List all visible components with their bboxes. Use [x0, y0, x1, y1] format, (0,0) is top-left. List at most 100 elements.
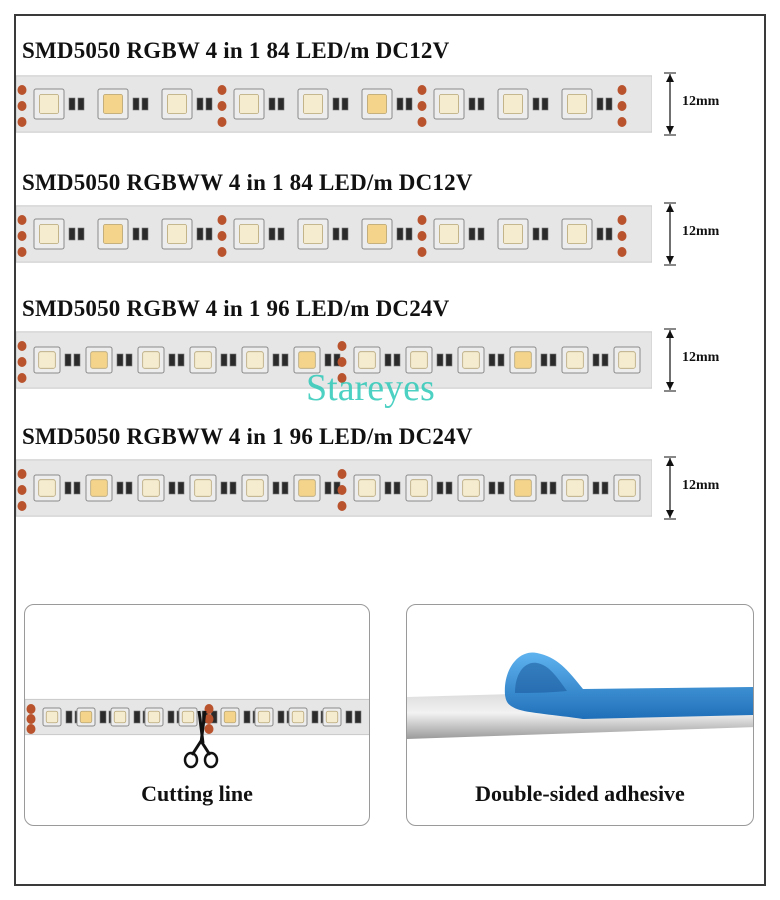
solder-pad — [17, 85, 27, 95]
resistor — [405, 97, 413, 111]
resistor — [77, 227, 85, 241]
resistor — [277, 97, 285, 111]
resistor — [332, 97, 340, 111]
solder-pad — [337, 373, 347, 383]
solder-pad — [17, 101, 27, 111]
led-lens — [238, 223, 259, 245]
resistor — [341, 97, 349, 111]
solder-pad — [17, 341, 27, 351]
led-lens — [618, 479, 636, 497]
resistor — [477, 97, 485, 111]
resistor — [64, 481, 72, 495]
dimension-arrow-icon — [664, 328, 676, 392]
resistor — [601, 353, 609, 367]
led-lens — [410, 351, 428, 369]
resistor — [477, 227, 485, 241]
resistor — [125, 353, 133, 367]
resistor — [220, 481, 228, 495]
width-label-4: 12mm — [682, 478, 720, 493]
resistor — [324, 353, 332, 367]
dimension-arrow-icon — [664, 72, 676, 136]
resistor — [332, 227, 340, 241]
adhesive-caption: Double-sided adhesive — [475, 781, 685, 806]
solder-pad — [204, 724, 214, 734]
dimension-arrow-icon — [664, 456, 676, 520]
resistor — [592, 481, 600, 495]
led-lens — [166, 223, 187, 245]
led-lens — [257, 710, 271, 724]
resistor — [393, 481, 401, 495]
resistor — [497, 481, 505, 495]
resistor — [436, 481, 444, 495]
adhesive-panel: Double-sided adhesive — [406, 604, 754, 826]
width-dimension-2: 12mm — [662, 202, 762, 266]
led-lens — [438, 93, 459, 115]
resistor — [405, 227, 413, 241]
led-lens — [302, 223, 323, 245]
led-lens — [514, 351, 532, 369]
solder-pad — [337, 469, 347, 479]
solder-pad — [204, 704, 214, 714]
resistor — [133, 710, 141, 724]
led-lens — [298, 351, 316, 369]
resistor — [384, 481, 392, 495]
solder-pad — [17, 117, 27, 127]
resistor — [396, 97, 404, 111]
solder-pad — [417, 117, 427, 127]
led-lens — [462, 479, 480, 497]
led-lens — [567, 223, 588, 245]
led-strip-1 — [16, 75, 652, 133]
adhesive-tape-illustration — [407, 652, 753, 739]
solder-pad — [217, 247, 227, 257]
resistor — [541, 97, 549, 111]
led-lens — [113, 710, 127, 724]
resistor — [488, 353, 496, 367]
led-lens — [90, 351, 108, 369]
resistor — [281, 353, 289, 367]
led-lens — [166, 93, 187, 115]
led-lens — [502, 223, 523, 245]
led-lens — [298, 479, 316, 497]
width-dimension-4: 12mm — [662, 456, 762, 520]
watermark-text: Stareyes — [306, 367, 435, 409]
led-strip-4 — [16, 459, 652, 517]
solder-pad — [26, 724, 36, 734]
resistor — [497, 353, 505, 367]
solder-pad — [26, 704, 36, 714]
led-lens — [366, 93, 387, 115]
solder-pad — [337, 357, 347, 367]
resistor — [281, 481, 289, 495]
solder-pad — [17, 231, 27, 241]
solder-pad — [204, 714, 214, 724]
resistor — [311, 710, 319, 724]
led-lens — [246, 351, 264, 369]
resistor — [393, 353, 401, 367]
cutting-line-panel: Cutting line — [24, 604, 370, 826]
led-lens — [142, 479, 160, 497]
led-lens — [462, 351, 480, 369]
width-label-1: 12mm — [682, 94, 720, 109]
solder-pad — [417, 231, 427, 241]
resistor — [268, 227, 276, 241]
resistor — [77, 97, 85, 111]
resistor — [540, 353, 548, 367]
strip-title-3: SMD5050 RGBW 4 in 1 96 LED/m DC24V — [22, 296, 450, 321]
led-lens — [147, 710, 161, 724]
resistor — [99, 710, 107, 724]
led-lens — [246, 479, 264, 497]
resistor — [596, 227, 604, 241]
resistor — [65, 710, 73, 724]
led-lens — [514, 479, 532, 497]
resistor — [532, 227, 540, 241]
led-lens — [325, 710, 339, 724]
resistor — [132, 227, 140, 241]
led-lens — [567, 93, 588, 115]
solder-pad — [337, 501, 347, 511]
solder-pad — [337, 341, 347, 351]
led-lens — [302, 93, 323, 115]
resistor — [243, 710, 251, 724]
led-lens — [38, 479, 56, 497]
solder-pad — [617, 215, 627, 225]
solder-pad — [617, 231, 627, 241]
scissors-icon — [183, 710, 219, 769]
